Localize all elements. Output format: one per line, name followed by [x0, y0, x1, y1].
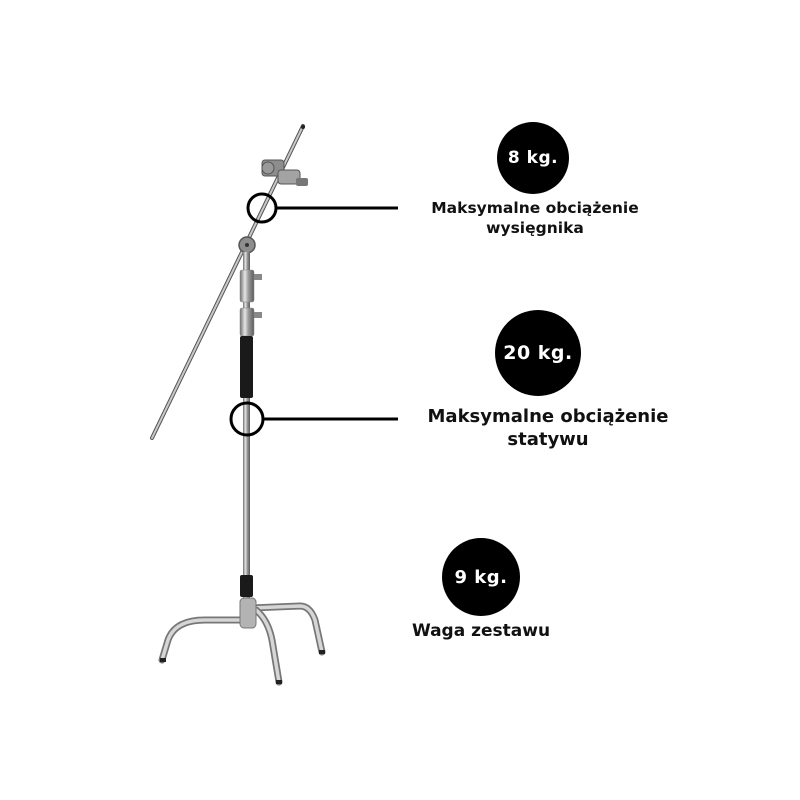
label-stand-load-line1: Maksymalne obciążenie	[427, 406, 669, 427]
lower-grip	[240, 575, 253, 597]
upper-grip	[240, 336, 253, 398]
badge-stand-load: 20 kg.	[495, 310, 581, 396]
badge-kit-weight: 9 kg.	[442, 538, 520, 616]
grip-head-clamp	[261, 159, 308, 186]
label-boom-load: Maksymalne obciążenie wysięgnika	[405, 198, 665, 238]
label-kit-weight: Waga zestawu	[381, 620, 581, 642]
label-stand-load: Maksymalne obciążenie statywu	[398, 405, 698, 452]
badge-boom-load: 8 kg.	[497, 122, 569, 194]
main-pole	[239, 252, 262, 612]
callout-boom	[246, 192, 398, 224]
label-stand-load-line2: statywu	[507, 429, 589, 451]
label-boom-load-line2: wysięgnika	[486, 219, 584, 238]
label-kit-weight-line1: Waga zestawu	[411, 621, 551, 641]
turtle-base	[158, 597, 326, 686]
callout-stand	[229, 401, 398, 437]
label-boom-load-line1: Maksymalne obciążenie	[431, 199, 639, 217]
boom-knuckle	[238, 236, 256, 254]
